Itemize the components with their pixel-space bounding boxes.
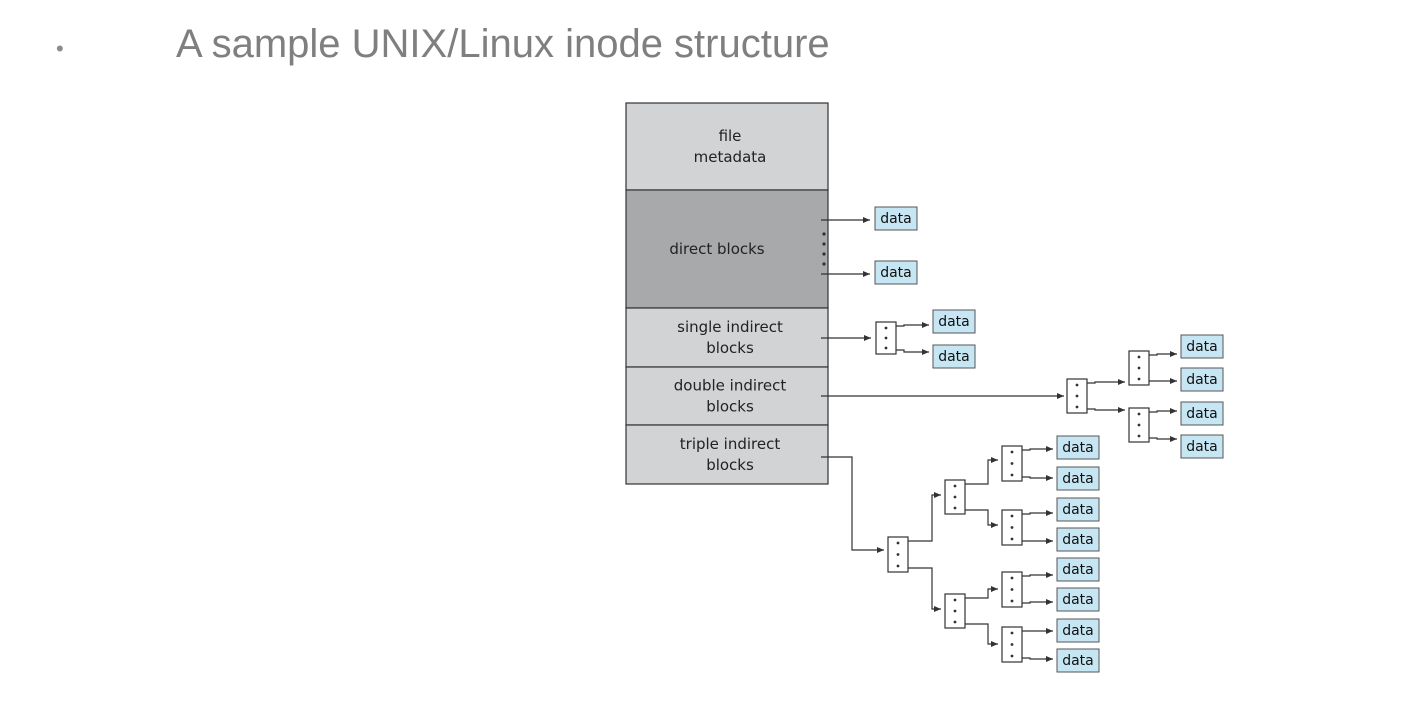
pointer-dot bbox=[884, 326, 888, 330]
segment-single-indirect-label: single indirect bbox=[677, 318, 783, 336]
pointer-line bbox=[957, 457, 998, 485]
data-block bbox=[1056, 435, 1100, 460]
data-block-label: data bbox=[880, 265, 912, 281]
pointer-line bbox=[900, 567, 941, 612]
pointer-dot bbox=[884, 336, 888, 340]
pointer-dot bbox=[1075, 383, 1079, 387]
pointer-dot bbox=[1010, 631, 1014, 635]
pointer-dot bbox=[1137, 412, 1141, 416]
pointer-dot bbox=[1010, 588, 1014, 591]
segment-file-metadata-label: metadata bbox=[694, 148, 767, 166]
data-block bbox=[1180, 434, 1224, 459]
data-block bbox=[1056, 527, 1100, 552]
data-block bbox=[1056, 618, 1100, 643]
segment-triple-indirect bbox=[625, 424, 829, 485]
pointer-dot bbox=[953, 598, 957, 602]
segment-triple-indirect-label: triple indirect bbox=[680, 435, 781, 453]
data-block-label: data bbox=[938, 314, 970, 330]
segment-single-indirect-label: blocks bbox=[706, 339, 754, 357]
ellipsis-dot bbox=[822, 252, 826, 256]
pointer-dot bbox=[953, 484, 957, 488]
data-block bbox=[1056, 587, 1100, 612]
pointer-dot bbox=[884, 346, 888, 350]
segment-triple-indirect-label: blocks bbox=[706, 456, 754, 474]
index-blocks bbox=[875, 321, 1150, 663]
pointer-dot bbox=[1137, 355, 1141, 359]
pointer-dot bbox=[896, 541, 900, 545]
triple-indirect-pointer bbox=[821, 456, 884, 553]
pointer-dot bbox=[1010, 514, 1014, 518]
data-block-label: data bbox=[1062, 532, 1094, 548]
data-block-label: data bbox=[1062, 502, 1094, 518]
pointer-dot bbox=[1010, 473, 1014, 477]
data-block bbox=[1180, 367, 1224, 392]
ellipsis-dot bbox=[822, 262, 826, 266]
pointer-dot bbox=[1137, 434, 1141, 438]
pointer-dot bbox=[896, 553, 900, 556]
segment-direct-blocks-label: direct blocks bbox=[669, 240, 764, 258]
data-block-label: data bbox=[1186, 406, 1218, 422]
data-block bbox=[874, 260, 918, 285]
data-block bbox=[1056, 648, 1100, 673]
segment-single-indirect bbox=[625, 307, 829, 368]
pointer-dot bbox=[953, 620, 957, 624]
data-block-label: data bbox=[1186, 372, 1218, 388]
pointer-dot bbox=[1010, 526, 1014, 529]
pointer-dot bbox=[1010, 450, 1014, 454]
data-block-label: data bbox=[938, 349, 970, 365]
pointer-line bbox=[957, 586, 998, 599]
pointer-dot bbox=[896, 564, 900, 568]
data-block-label: data bbox=[880, 211, 912, 227]
data-block-label: data bbox=[1062, 562, 1094, 578]
data-block bbox=[932, 309, 976, 334]
pointer-dot bbox=[1137, 377, 1141, 381]
pointer-dot bbox=[1075, 394, 1079, 398]
pointer-line bbox=[900, 492, 941, 542]
pointer-dot bbox=[1010, 537, 1014, 541]
ellipsis-dot bbox=[822, 242, 826, 246]
pointer-line bbox=[957, 623, 998, 647]
data-block bbox=[874, 206, 918, 231]
segment-file-metadata-label: file bbox=[719, 127, 742, 145]
data-block-label: data bbox=[1186, 439, 1218, 455]
pointer-dot bbox=[953, 506, 957, 510]
data-block bbox=[1180, 401, 1224, 426]
inode-table: file metadata direct blocks single indirect… bbox=[625, 102, 829, 485]
slide-title: A sample UNIX/Linux inode structure bbox=[176, 22, 830, 66]
pointer-dot bbox=[1137, 423, 1141, 427]
data-block bbox=[1056, 466, 1100, 491]
pointer-dot bbox=[1010, 599, 1014, 603]
pointer-dot bbox=[1010, 462, 1014, 465]
slide-bullet: • bbox=[56, 36, 64, 61]
pointer-dot bbox=[953, 495, 957, 499]
data-block-label: data bbox=[1062, 440, 1094, 456]
pointer-line bbox=[957, 509, 998, 528]
pointer-dot bbox=[1010, 643, 1014, 646]
segment-double-indirect-label: double indirect bbox=[674, 377, 787, 395]
segment-double-indirect-label: blocks bbox=[706, 398, 754, 416]
data-block-label: data bbox=[1062, 592, 1094, 608]
ellipsis-dot bbox=[822, 232, 826, 236]
pointer-dot bbox=[953, 609, 957, 613]
pointer-links bbox=[821, 217, 1177, 662]
pointer-dot bbox=[1137, 366, 1141, 370]
pointer-dot bbox=[1010, 576, 1014, 580]
data-block bbox=[1056, 497, 1100, 522]
data-block bbox=[932, 344, 976, 369]
pointer-dot bbox=[1010, 654, 1014, 658]
data-block-label: data bbox=[1186, 339, 1218, 355]
segment-direct-blocks bbox=[625, 189, 829, 309]
data-block-label: data bbox=[1062, 471, 1094, 487]
data-block bbox=[1056, 557, 1100, 582]
data-blocks: data data data data data data data data data data… bbox=[874, 206, 1224, 673]
data-block-label: data bbox=[1062, 623, 1094, 639]
data-block-label: data bbox=[1062, 653, 1094, 669]
data-block bbox=[1180, 334, 1224, 359]
pointer-dot bbox=[1075, 405, 1079, 409]
segment-file-metadata bbox=[625, 102, 829, 191]
